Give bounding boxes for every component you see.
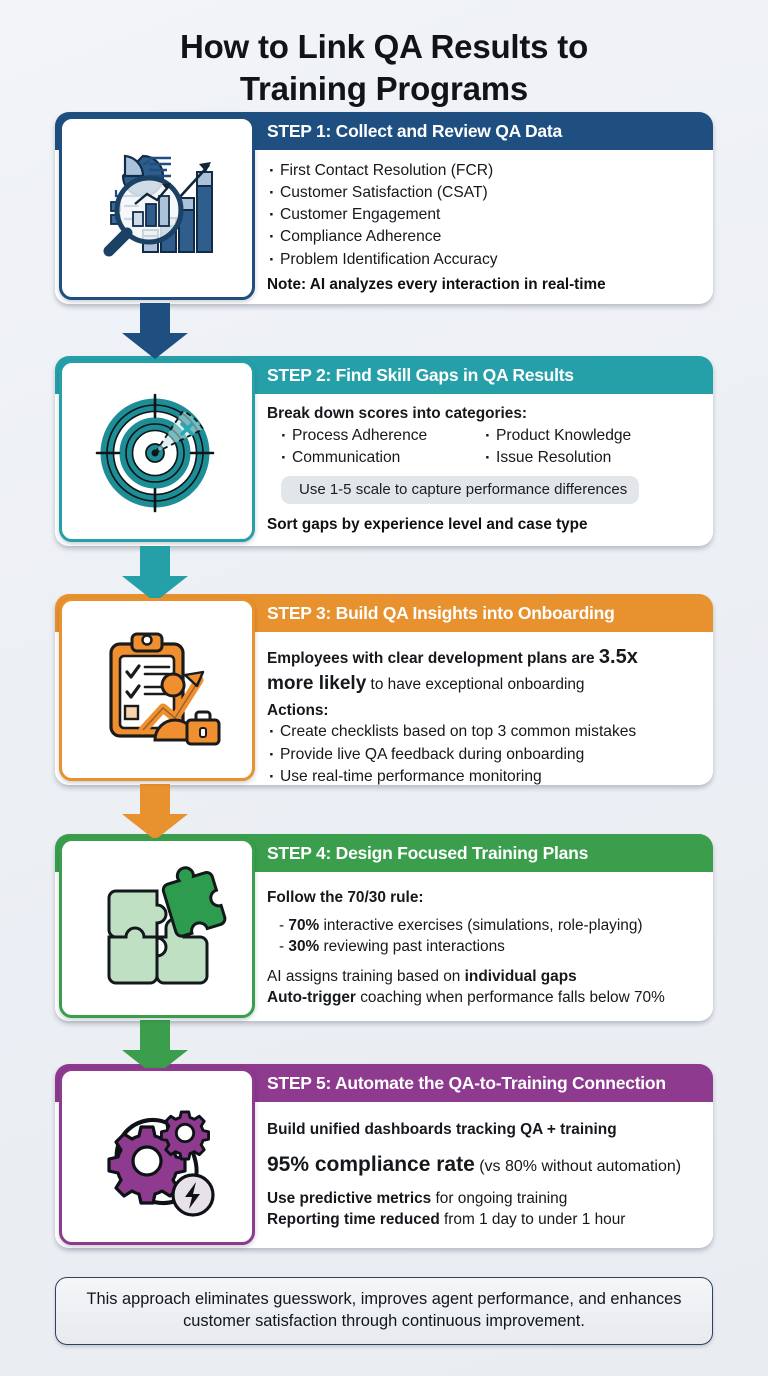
step-4-icon-panel bbox=[59, 838, 255, 1018]
step-4-line-a: AI assigns training based on individual … bbox=[267, 967, 699, 988]
step-card-2: STEP 2: Find Skill Gaps in QA Results Br… bbox=[55, 356, 713, 546]
step-4-line-a-pre: AI assigns training based on bbox=[267, 968, 465, 986]
list-item: Communication bbox=[279, 446, 483, 470]
step-4-line-b-bold: Auto-trigger bbox=[267, 989, 356, 1007]
list-item: Customer Satisfaction (CSAT) bbox=[267, 181, 699, 205]
step-4-dash-2-rest: reviewing past interactions bbox=[319, 937, 505, 955]
step-4-line-b-rest: coaching when performance falls below 70… bbox=[355, 989, 665, 1007]
step-2-lead: Break down scores into categories: bbox=[267, 405, 528, 422]
magnifier-bar-chart-icon bbox=[103, 154, 213, 257]
step-4-dash-item-2: - 30% reviewing past interactions bbox=[279, 937, 505, 955]
step-5-line-3-rest: for ongoing training bbox=[431, 1190, 568, 1208]
step-1-header-label: STEP 1: Collect and Review QA Data bbox=[267, 120, 562, 141]
step-5-line-3-bold: Use predictive metrics bbox=[267, 1190, 432, 1208]
list-item: Use real-time performance monitoring bbox=[267, 765, 699, 789]
list-item: Issue Resolution bbox=[483, 446, 699, 470]
step-2-category-columns: Process Adherence Communication Product … bbox=[267, 424, 699, 470]
step-2-icon-panel bbox=[59, 360, 255, 542]
step-2-scale-pill: Use 1-5 scale to capture performance dif… bbox=[281, 476, 640, 505]
step-5-stat-value: 95% compliance rate bbox=[267, 1152, 475, 1176]
arrow-step4-to-step5 bbox=[118, 1020, 192, 1078]
gears-automation-icon bbox=[107, 1109, 215, 1217]
step-3-stat-value: 3.5x bbox=[598, 646, 638, 668]
page-title-line-1: How to Link QA Results to bbox=[179, 28, 589, 65]
step-card-3: STEP 3: Build QA Insights into Onboardin… bbox=[55, 594, 713, 789]
list-item: First Contact Resolution (FCR) bbox=[267, 159, 699, 183]
step-2-footer-note: Sort gaps by experience level and case t… bbox=[267, 516, 588, 534]
step-4-rule-label: Follow the 70/30 rule: bbox=[267, 889, 424, 906]
step-1-note: Note: AI analyzes every interaction in r… bbox=[267, 275, 606, 293]
step-5-header-label: STEP 5: Automate the QA-to-Training Conn… bbox=[267, 1072, 666, 1093]
summary-footer-text: This approach eliminates guesswork, impr… bbox=[86, 1290, 682, 1330]
list-item: Problem Identification Accuracy bbox=[267, 248, 699, 272]
step-1-icon-panel bbox=[59, 116, 255, 300]
target-bullseye-gap-icon bbox=[95, 393, 215, 513]
step-5-stat-tail: (vs 80% without automation) bbox=[474, 1157, 682, 1175]
step-4-dash-1-rest: interactive exercises (simulations, role… bbox=[319, 916, 643, 934]
list-item: Provide live QA feedback during onboardi… bbox=[267, 743, 699, 767]
step-4-header-label: STEP 4: Design Focused Training Plans bbox=[267, 842, 589, 863]
list-item: Process Adherence bbox=[279, 424, 483, 448]
step-card-1: STEP 1: Collect and Review QA Data First… bbox=[55, 112, 713, 304]
list-item: Product Knowledge bbox=[483, 424, 699, 448]
summary-footer: This approach eliminates guesswork, impr… bbox=[55, 1277, 713, 1345]
arrow-step3-to-step4 bbox=[118, 784, 192, 842]
step-4-dash-item-1: - 70% interactive exercises (simulations… bbox=[279, 916, 643, 934]
list-item: Customer Engagement bbox=[267, 203, 699, 227]
list-item: Compliance Adherence bbox=[267, 225, 699, 249]
step-4-body: Follow the 70/30 rule: - 70% interactive… bbox=[55, 872, 713, 1021]
step-5-line-4-rest: from 1 day to under 1 hour bbox=[439, 1210, 626, 1228]
step-3-stat-bold-tail: more likely bbox=[267, 673, 367, 694]
step-card-4: STEP 4: Design Focused Training Plans Fo… bbox=[55, 834, 713, 1021]
step-5-line-3: Use predictive metrics for ongoing train… bbox=[267, 1189, 699, 1210]
arrow-step1-to-step2 bbox=[118, 303, 192, 361]
clipboard-person-growth-icon bbox=[109, 632, 221, 745]
step-3-icon-panel bbox=[59, 598, 255, 781]
list-item: Create checklists based on top 3 common … bbox=[267, 720, 699, 744]
step-3-bullet-list: Create checklists based on top 3 common … bbox=[267, 720, 699, 789]
step-5-line-4-bold: Reporting time reduced bbox=[267, 1210, 440, 1228]
step-2-header-label: STEP 2: Find Skill Gaps in QA Results bbox=[267, 364, 574, 385]
step-5-icon-panel bbox=[59, 1068, 255, 1245]
step-5-line-4: Reporting time reduced from 1 day to und… bbox=[267, 1210, 699, 1231]
step-card-5: STEP 5: Automate the QA-to-Training Conn… bbox=[55, 1064, 713, 1248]
arrow-step2-to-step3 bbox=[118, 546, 192, 604]
page-title-line-2: Training Programs bbox=[239, 70, 529, 108]
step-3-header-label: STEP 3: Build QA Insights into Onboardin… bbox=[267, 602, 615, 623]
step-5-line-1: Build unified dashboards tracking QA + t… bbox=[267, 1121, 617, 1138]
step-3-stat-tail: to have exceptional onboarding bbox=[366, 676, 585, 693]
step-1-bullet-list: First Contact Resolution (FCR) Customer … bbox=[267, 159, 699, 272]
step-2-bullets-left: Process Adherence Communication bbox=[267, 424, 483, 470]
step-4-dash-1-bold: 70% bbox=[288, 916, 320, 934]
page-title: How to Link QA Results to Training Progr… bbox=[0, 26, 768, 110]
step-2-bullets-right: Product Knowledge Issue Resolution bbox=[483, 424, 699, 470]
puzzle-pieces-icon bbox=[107, 866, 227, 985]
step-4-line-a-bold: individual gaps bbox=[464, 968, 577, 986]
step-3-stat-line: Employees with clear development plans a… bbox=[267, 644, 699, 697]
step-3-actions-label: Actions: bbox=[267, 701, 329, 719]
step-4-line-b: Auto-trigger coaching when performance f… bbox=[267, 988, 699, 1009]
step-4-dash-2-bold: 30% bbox=[288, 937, 320, 955]
step-5-stat-line: 95% compliance rate (vs 80% without auto… bbox=[267, 1151, 699, 1179]
step-3-stat-lead: Employees with clear development plans a… bbox=[267, 650, 599, 667]
